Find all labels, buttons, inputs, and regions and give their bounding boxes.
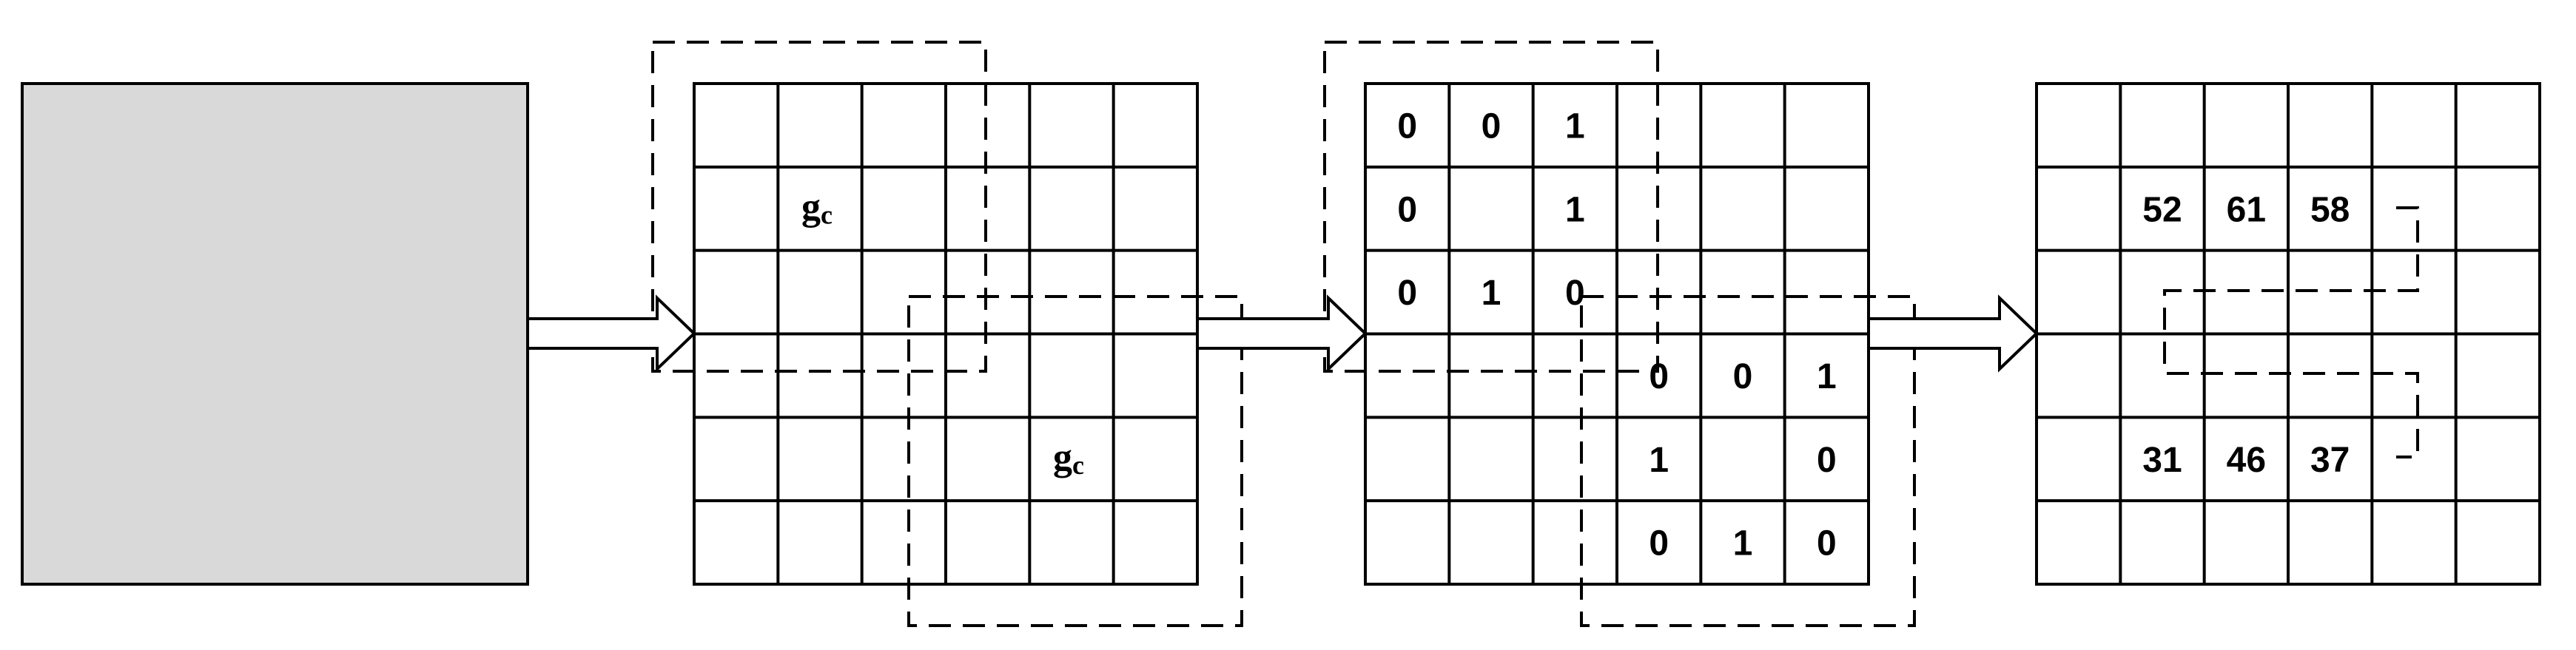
binary-cell-value: 1 [1649, 441, 1669, 480]
flow-arrow-1 [526, 294, 696, 373]
window-top-left-grid-binary [1323, 41, 1659, 373]
scan-path [2163, 206, 2419, 458]
binary-cell-value: 0 [1817, 441, 1837, 480]
window-bottom-right-grid-binary [1580, 295, 1916, 627]
binary-cell-value: 0 [1397, 190, 1417, 229]
center-pixel-grid [693, 82, 1199, 586]
flow-arrow-2 [1196, 294, 1368, 373]
binary-cell-value: 1 [1733, 524, 1753, 563]
lbp-cell-value: 46 [2227, 441, 2266, 480]
binary-cell-value: 0 [1649, 357, 1669, 396]
window-top-left-grid-gc [651, 41, 987, 373]
binary-cell-value: 1 [1565, 190, 1585, 229]
center-pixel-label-base: g [801, 186, 821, 228]
binary-cell-value: 0 [1733, 357, 1753, 396]
binary-cell-value: 1 [1482, 274, 1501, 313]
lbp-cell-value: 31 [2142, 441, 2182, 480]
flow-arrow-3 [1867, 294, 2039, 373]
binary-cell-value: 0 [1397, 274, 1417, 313]
lbp-cell-value: 37 [2310, 441, 2350, 480]
center-pixel-label-base: g [1053, 436, 1072, 478]
lbp-cell-value: 52 [2142, 190, 2182, 229]
binary-cell-value: 0 [1649, 524, 1669, 563]
flow-arrows [526, 294, 2039, 373]
input-image-panel [21, 82, 529, 586]
center-pixel-label-sub: c [1072, 450, 1084, 480]
window-bottom-right-grid-gc [907, 295, 1243, 627]
lbp-cell-value: 61 [2227, 190, 2266, 229]
center-pixel-label-sub: c [821, 200, 833, 229]
binary-cell-value: 0 [1565, 274, 1585, 313]
binary-cell-value: 0 [1817, 524, 1837, 563]
scan-path-line [2163, 206, 2419, 458]
center-pixel-label: gc [801, 186, 833, 229]
lbp-value-grid [2035, 82, 2541, 586]
binary-cell-value: 0 [1397, 106, 1417, 146]
binary-pattern-grid [1364, 82, 1870, 586]
binary-cell-value: 1 [1817, 357, 1837, 396]
neighbourhood-windows [651, 41, 1916, 627]
center-pixel-label: gc [1053, 436, 1084, 480]
lbp-cell-value: 58 [2310, 190, 2350, 229]
binary-cell-value: 1 [1565, 106, 1585, 146]
binary-cell-value: 0 [1482, 106, 1501, 146]
